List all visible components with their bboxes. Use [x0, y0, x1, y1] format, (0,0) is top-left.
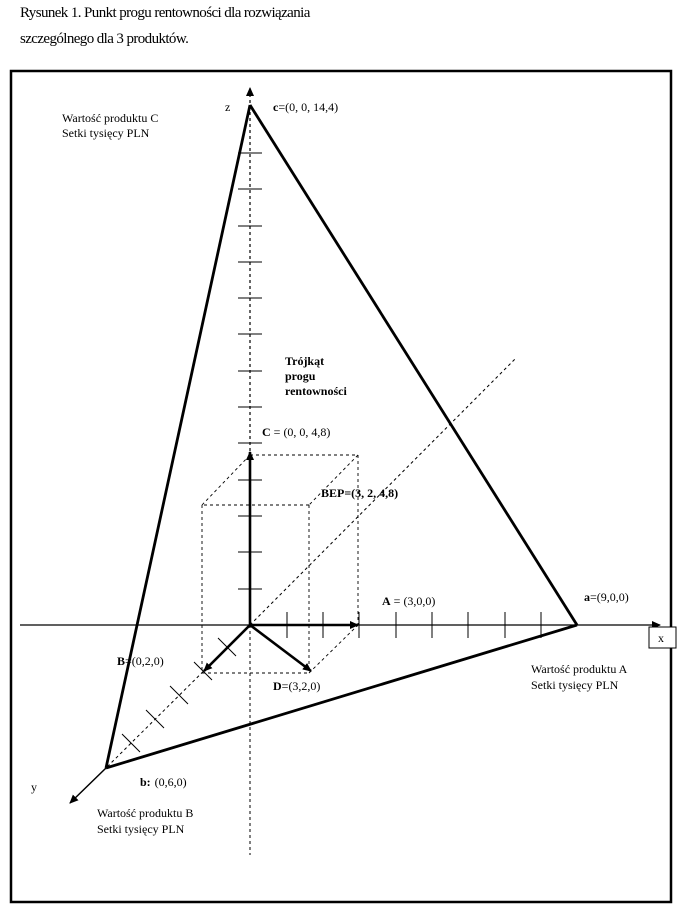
caption-line-2: szczególnego dla 3 produktów. — [20, 31, 189, 47]
vector-B — [203, 624, 251, 672]
z-axis-title-line-2: Setki tysięcy PLN — [62, 126, 150, 140]
point-C-label: C= (0, 0, 4,8) — [262, 425, 330, 439]
triangle-edge-ab — [105, 623, 578, 770]
point-c-label: c=(0, 0, 14,4) — [273, 100, 338, 114]
caption-line-1: Rysunek 1. Punkt progu rentowności dla r… — [20, 5, 310, 21]
z-axis-label: z — [225, 100, 230, 114]
point-D-label: D=(3,2,0) — [273, 679, 320, 693]
diagram-frame — [9, 69, 673, 904]
y-axis-front — [105, 624, 251, 769]
point-b-label: b:(0,6,0) — [140, 775, 187, 789]
figure-caption: Rysunek 1. Punkt progu rentowności dla r… — [20, 0, 440, 52]
point-a-label: a=(9,0,0) — [584, 590, 629, 604]
y-axis-arrow — [69, 767, 107, 804]
point-A-label: A= (3,0,0) — [382, 594, 435, 608]
y-axis-back — [249, 357, 517, 626]
x-axis-label: x — [658, 631, 664, 645]
bep-label: BEP=(3, 2, 4,8) — [321, 486, 398, 500]
z-axis-title-line-1: Wartość produktu C — [62, 111, 158, 125]
y-axis-title-line-1: Wartość produktu B — [97, 806, 193, 820]
bep-dashed-box — [201, 454, 359, 674]
x-axis-title-line-2: Setki tysięcy PLN — [531, 678, 619, 692]
x-axis-title-line-1: Wartość produktu A — [531, 662, 628, 676]
point-B-label: B=(0,2,0) — [117, 654, 164, 668]
y-axis-title-line-2: Setki tysięcy PLN — [97, 822, 185, 836]
y-axis-label: y — [31, 780, 37, 794]
triangle-label-line-1: Trójkąt — [285, 354, 324, 368]
z-axis-ticks — [238, 152, 262, 590]
triangle-edge-ca — [248, 104, 579, 626]
triangle-edge-bc — [104, 104, 252, 769]
triangle-label-line-3: rentowności — [285, 384, 347, 398]
triangle-label-line-2: progu — [285, 369, 316, 383]
x-axis-label-box — [648, 626, 677, 649]
vector-D — [249, 623, 312, 673]
